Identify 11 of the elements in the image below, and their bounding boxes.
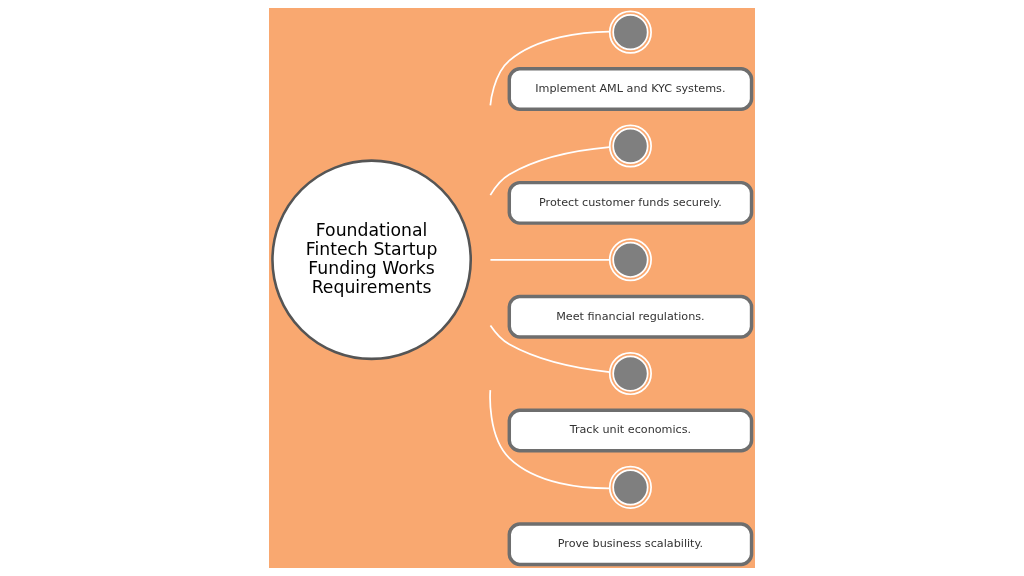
connector — [489, 30, 611, 107]
connector — [489, 258, 611, 261]
connector — [489, 324, 611, 373]
node-circle: Foundational Fintech Startup Funding Works Requirements — [271, 159, 473, 361]
node-box: Track unit economics. — [507, 408, 754, 453]
connector — [489, 146, 611, 196]
node-box: Meet financial regulations. — [507, 294, 754, 339]
connector — [489, 389, 611, 490]
node-box: Protect customer funds securely. — [507, 180, 754, 225]
node-box: Implement AML and KYC systems. — [507, 67, 754, 112]
node-box: Prove business scalability. — [507, 522, 754, 567]
